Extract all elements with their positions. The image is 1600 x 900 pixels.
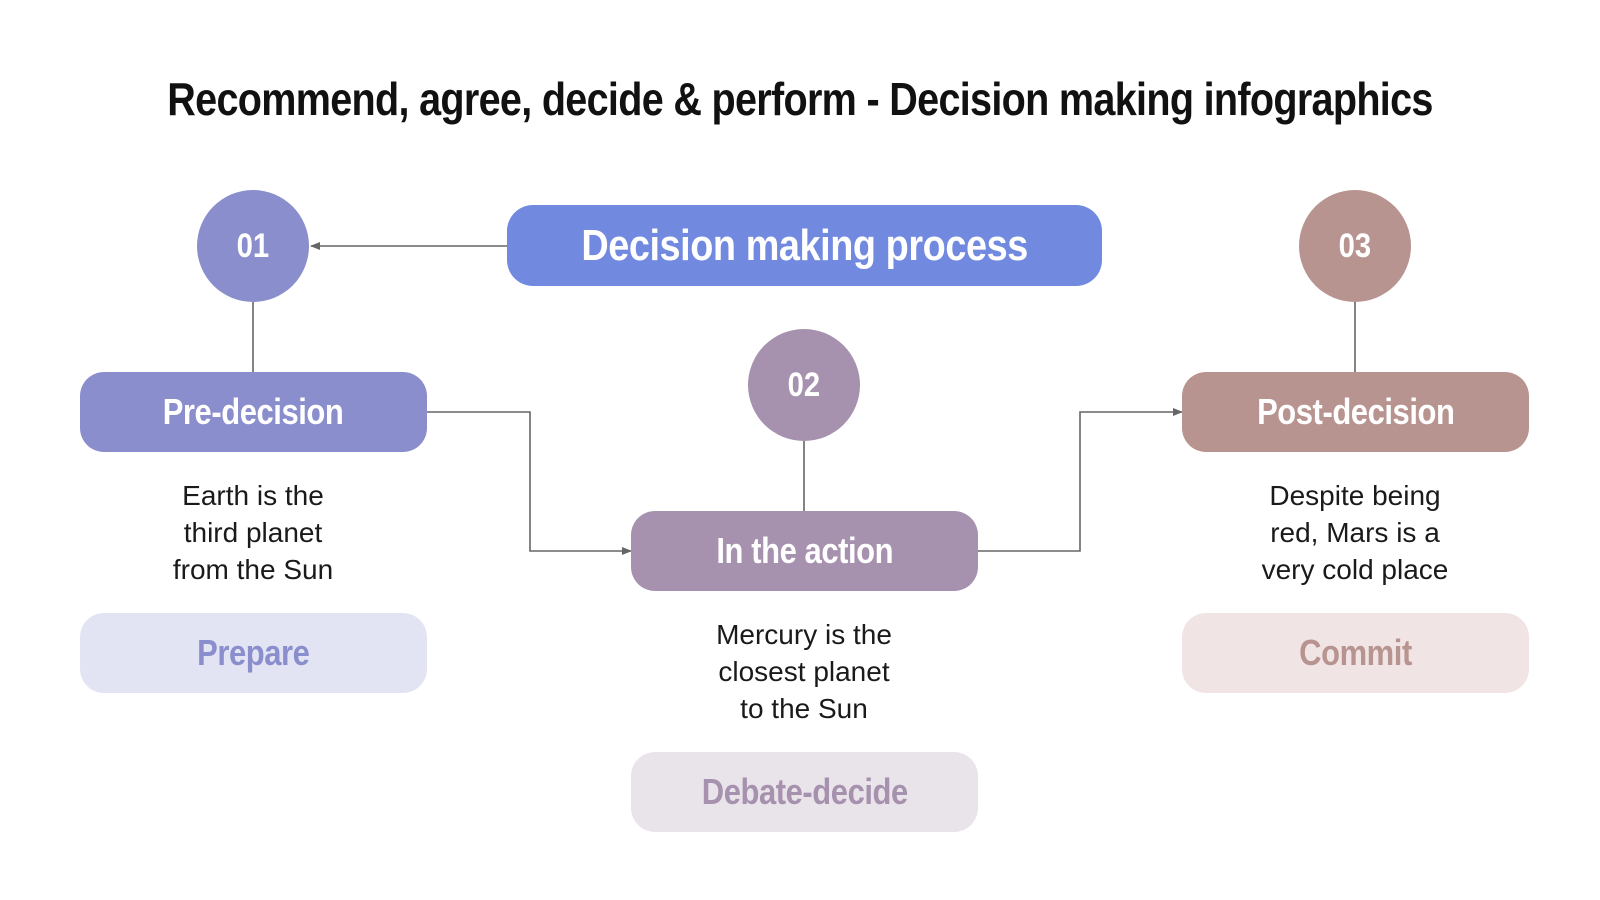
- step-2-box: In the action: [631, 511, 978, 591]
- step-2-label: In the action: [716, 530, 893, 571]
- step-3-number: 03: [1338, 226, 1372, 265]
- step-1-tag-label: Prepare: [197, 632, 310, 673]
- step-3-tag-label: Commit: [1299, 632, 1412, 673]
- step-1-label: Pre-decision: [163, 391, 344, 432]
- step-2-description: Mercury is the closest planet to the Sun: [716, 619, 892, 724]
- arrow-step-1-to-step-2: [427, 411, 632, 555]
- page-title: Recommend, agree, decide & perform - Dec…: [167, 73, 1433, 125]
- step-1-box: Pre-decision: [80, 372, 427, 452]
- step-1-number-circle: 01: [197, 190, 309, 302]
- step-3-description: Despite being red, Mars is a very cold p…: [1261, 480, 1449, 585]
- step-3-number-circle: 03: [1299, 190, 1411, 302]
- step-1-number: 01: [236, 226, 270, 265]
- step-3-box: Post-decision: [1182, 372, 1529, 452]
- step-2-number: 02: [787, 365, 821, 404]
- step-2-tag-label: Debate-decide: [701, 771, 908, 812]
- step-3-tag: Commit: [1182, 613, 1529, 693]
- step-2-tag: Debate-decide: [631, 752, 978, 832]
- arrow-step-2-to-step-3: [978, 408, 1183, 552]
- step-1-description: Earth is the third planet from the Sun: [172, 480, 334, 585]
- step-1-tag: Prepare: [80, 613, 427, 693]
- step-3-label: Post-decision: [1256, 391, 1455, 432]
- decision-process-label: Decision making process: [581, 220, 1028, 270]
- step-2-number-circle: 02: [748, 329, 860, 441]
- decision-process-box: Decision making process: [507, 205, 1102, 286]
